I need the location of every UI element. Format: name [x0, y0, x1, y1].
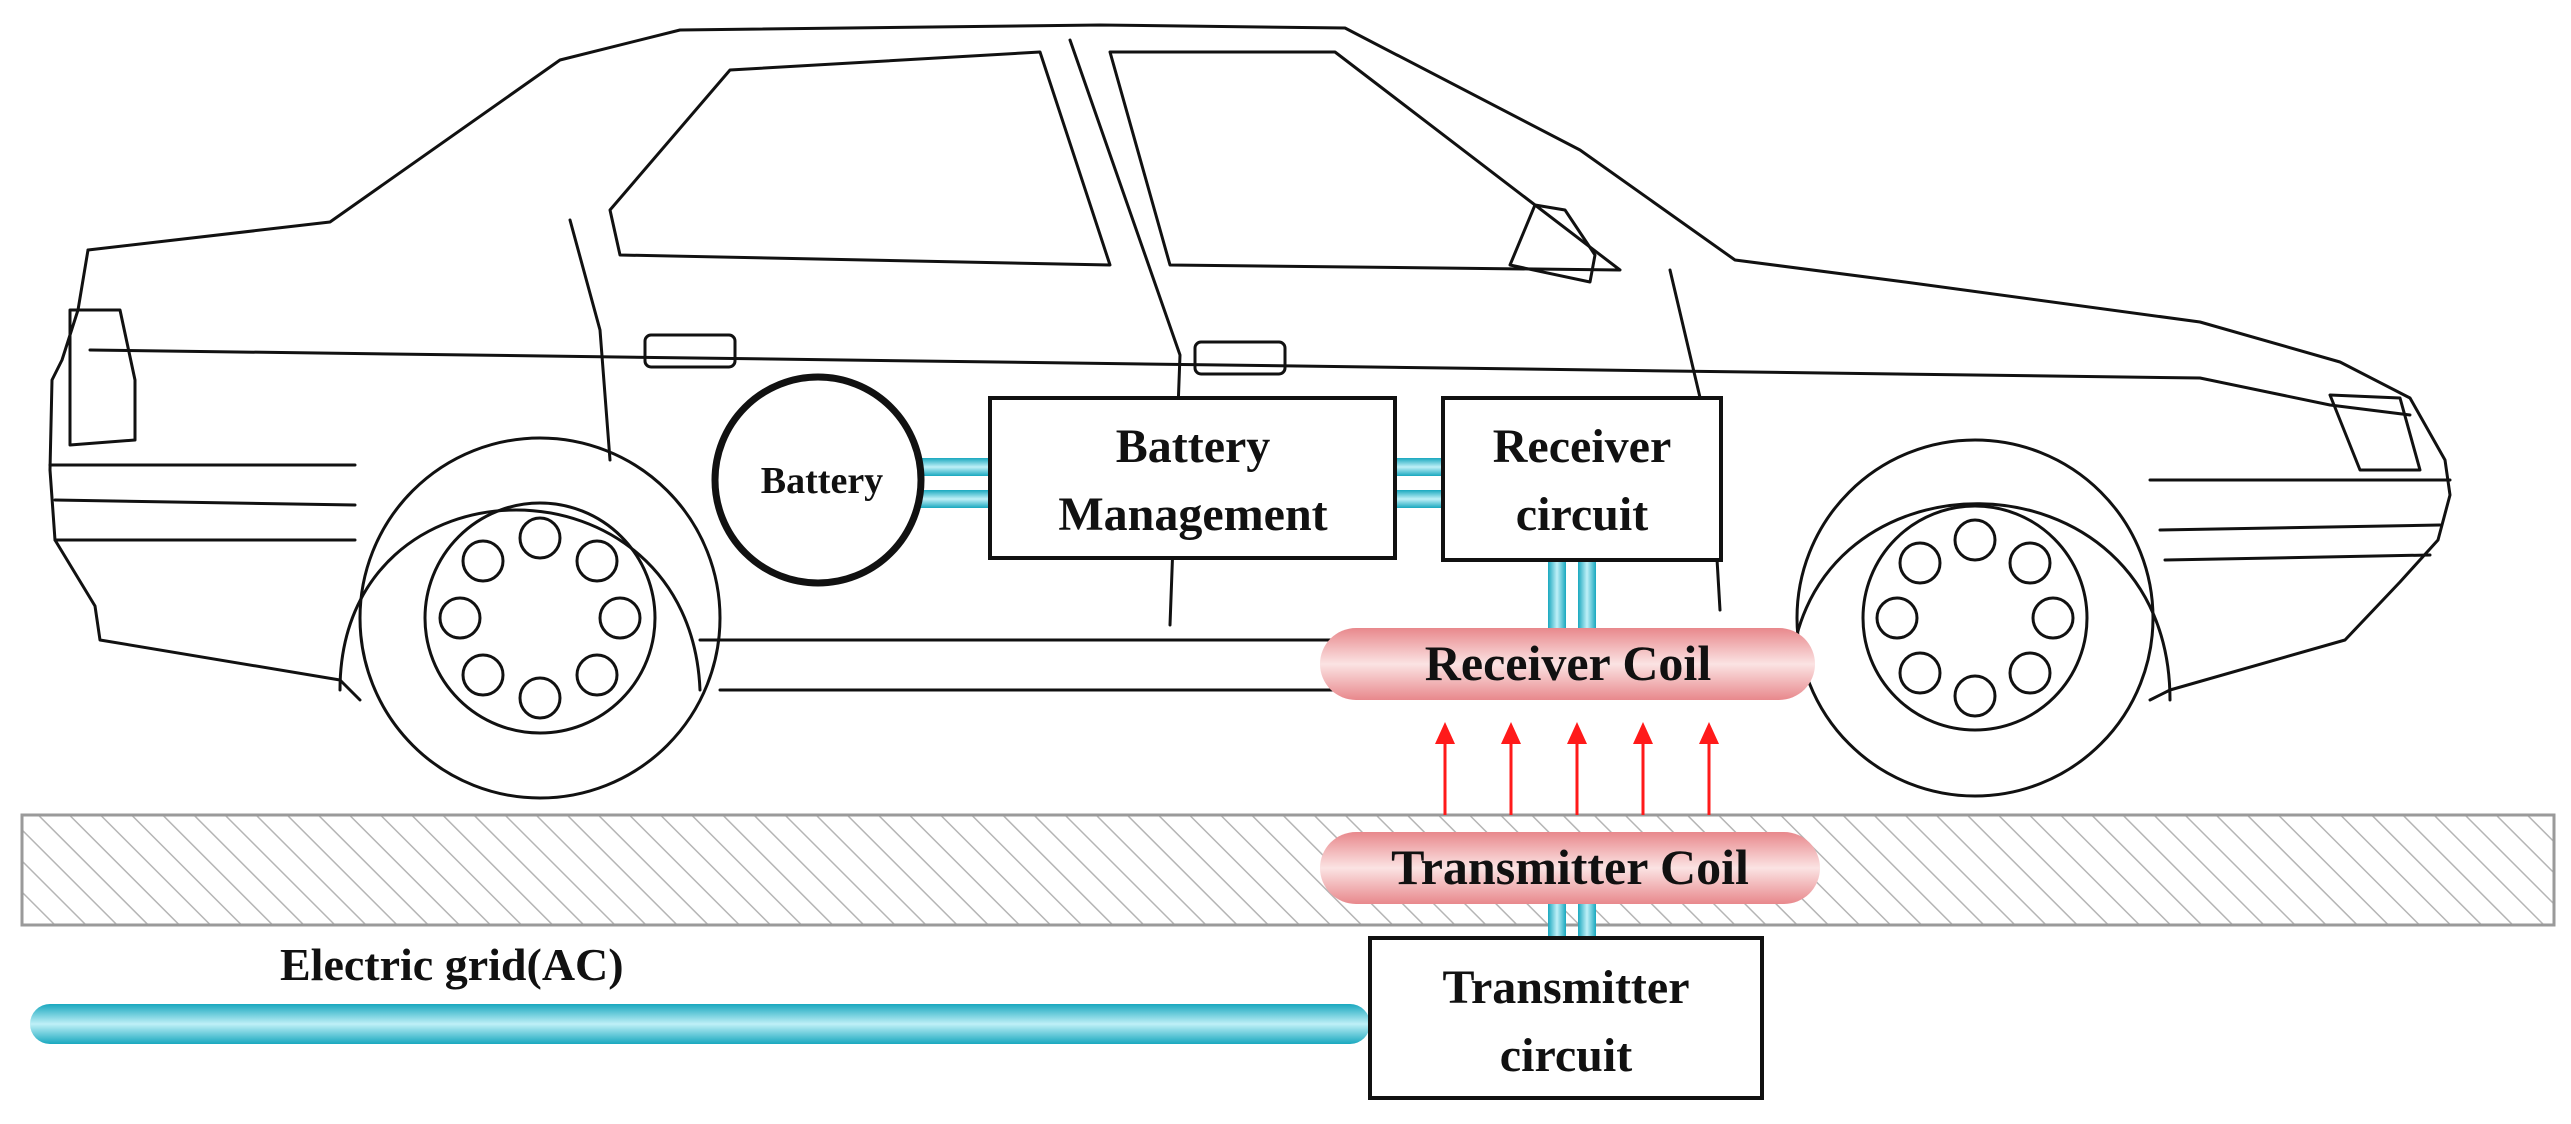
receiver-circuit-label-line2: circuit — [1516, 488, 1648, 541]
battery-management-label-line1: Battery — [1116, 420, 1271, 473]
field-arrow-head — [1435, 722, 1455, 744]
field-arrow-head — [1633, 722, 1653, 744]
battery-management-box: Battery Management — [988, 396, 1397, 560]
ground-slab — [20, 813, 2556, 927]
cable-receiver-coil — [1548, 560, 1566, 632]
magnetic-field-arrows — [1435, 722, 1719, 815]
car-outline-icon — [48, 23, 2452, 702]
electric-grid-cable — [30, 1004, 1370, 1044]
electric-grid-label: Electric grid(AC) — [280, 939, 624, 990]
battery-node: Battery — [711, 373, 925, 587]
ground-hatch-icon — [20, 813, 2556, 927]
receiver-coil: Receiver Coil — [1320, 628, 1815, 700]
battery-label: Battery — [761, 460, 883, 502]
transmitter-circuit-label-line1: Transmitter — [1442, 961, 1689, 1014]
transmitter-circuit-box: Transmitter circuit — [1368, 936, 1764, 1100]
receiver-circuit-label-line1: Receiver — [1493, 420, 1672, 473]
wheel-icon — [1795, 438, 2155, 798]
cable-bms-receiver — [1395, 458, 1443, 476]
cable-bms-receiver — [1395, 490, 1443, 508]
cable-transmitter-coil — [1548, 898, 1566, 940]
cable-receiver-coil — [1578, 560, 1596, 632]
field-arrow-head — [1699, 722, 1719, 744]
transmitter-circuit-label-line2: circuit — [1500, 1029, 1632, 1082]
cable-battery-bms — [920, 458, 990, 476]
battery-management-label-line2: Management — [1058, 488, 1327, 541]
transmitter-coil-label: Transmitter Coil — [1391, 839, 1749, 895]
cable-battery-bms — [920, 490, 990, 508]
receiver-coil-label: Receiver Coil — [1425, 635, 1712, 691]
transmitter-coil: Transmitter Coil — [1320, 832, 1820, 904]
field-arrow-head — [1501, 722, 1521, 744]
power-cables — [30, 455, 1596, 1048]
cable-transmitter-coil — [1578, 898, 1596, 940]
receiver-circuit-box: Receiver circuit — [1441, 396, 1723, 562]
field-arrow-head — [1567, 722, 1587, 744]
wheel-icon — [358, 436, 722, 800]
